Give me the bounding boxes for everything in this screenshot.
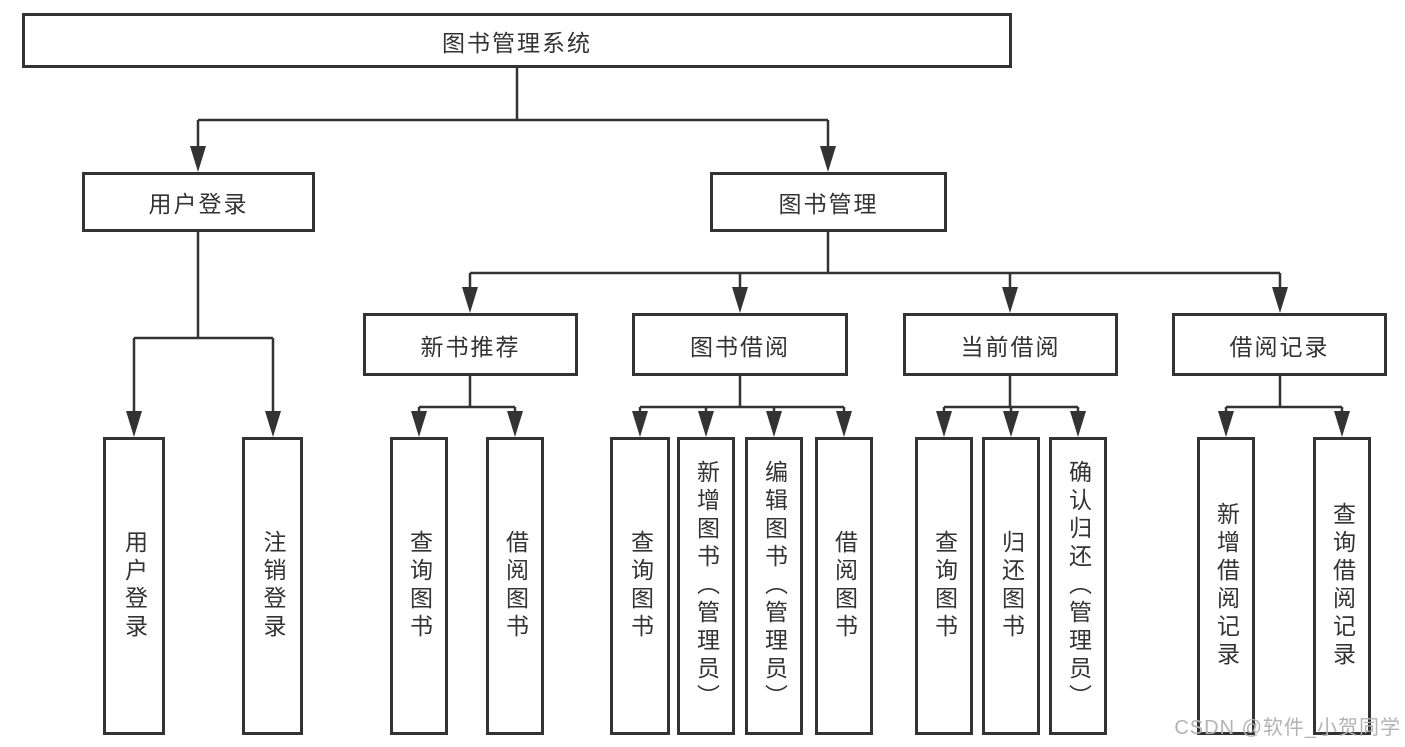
leaf-add-books-admin: 新增图书（管理员） [677,437,735,735]
node-root-label: 图书管理系统 [442,29,592,56]
node-new-book-recommend-label: 新书推荐 [420,333,521,360]
leaf-logout: 注销登录 [242,437,303,735]
csdn-watermark: CSDN @软件_小贺同学 [1174,717,1401,739]
leaf-current-query-books-label: 查询图书 [931,530,958,642]
node-book-borrowing-label: 图书借阅 [690,333,790,360]
leaf-logout-label: 注销登录 [260,530,286,642]
leaf-query-borrow-record-label: 查询借阅记录 [1329,502,1356,670]
leaf-borrowing-query-books-label: 查询图书 [627,530,654,642]
node-new-book-recommend: 新书推荐 [363,313,578,376]
leaf-add-borrow-record: 新增借阅记录 [1197,437,1255,735]
leaf-confirm-return-admin-label: 确认归还（管理员） [1065,460,1092,712]
node-user-login: 用户登录 [82,172,315,232]
node-book-management: 图书管理 [710,172,947,232]
leaf-add-borrow-record-label: 新增借阅记录 [1213,502,1240,670]
leaf-borrowing-borrow-books: 借阅图书 [815,437,873,735]
leaf-borrowing-query-books: 查询图书 [610,437,670,735]
leaf-add-books-admin-label: 新增图书（管理员） [693,460,720,712]
leaf-edit-books-admin: 编辑图书（管理员） [745,437,803,735]
node-current-borrowing: 当前借阅 [903,313,1118,376]
node-user-login-label: 用户登录 [148,191,249,217]
leaf-user-login: 用户登录 [103,437,165,735]
node-root: 图书管理系统 [22,13,1012,68]
leaf-return-books-label: 归还图书 [998,530,1025,642]
leaf-recommend-borrow-books-label: 借阅图书 [502,530,529,642]
leaf-confirm-return-admin: 确认归还（管理员） [1049,437,1107,735]
node-current-borrowing-label: 当前借阅 [960,333,1061,360]
leaf-recommend-query-books: 查询图书 [390,437,448,735]
node-borrowing-records-label: 借阅记录 [1229,333,1330,360]
leaf-user-login-label: 用户登录 [121,530,148,642]
leaf-edit-books-admin-label: 编辑图书（管理员） [761,460,788,712]
leaf-recommend-query-books-label: 查询图书 [406,530,433,642]
leaf-query-borrow-record: 查询借阅记录 [1313,437,1371,735]
leaf-borrowing-borrow-books-label: 借阅图书 [831,530,858,642]
node-book-borrowing: 图书借阅 [632,313,848,376]
arrowheads [126,146,1350,437]
leaf-current-query-books: 查询图书 [915,437,973,735]
leaf-recommend-borrow-books: 借阅图书 [486,437,544,735]
leaf-return-books: 归还图书 [982,437,1040,735]
node-borrowing-records: 借阅记录 [1172,313,1387,376]
node-book-management-label: 图书管理 [778,191,879,217]
